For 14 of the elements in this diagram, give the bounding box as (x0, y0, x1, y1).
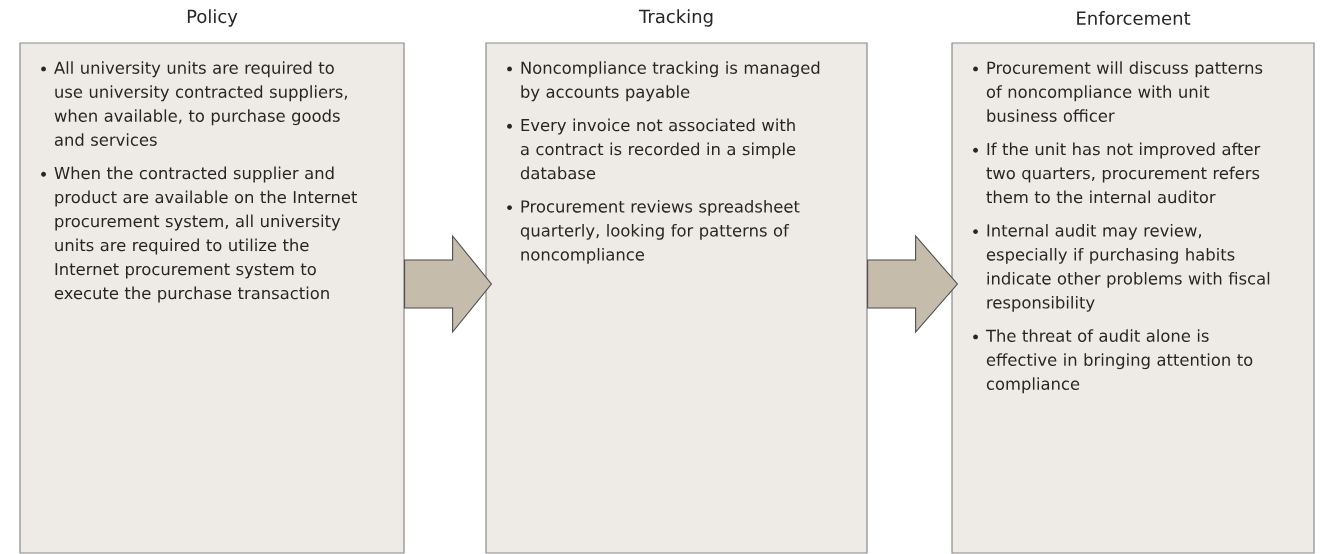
bullet-item: Internal audit may review, especially if purchasing habits indicate other problems with fiscal responsibility (973, 223, 1270, 312)
bullet-item: When the contracted supplier and product are available on the Internet procurement system, all university units are required to utilize the Internet procurement system to execute the purchase transaction (41, 166, 357, 303)
block-arrow (404, 234, 493, 334)
bullet-item: Procurement reviews spreadsheet quarterly, looking for patterns of noncompliance (507, 199, 800, 264)
bullet-item: The threat of audit alone is effective in bringing attention to compliance (973, 329, 1253, 394)
bullet-item: Every invoice not associated with a contract is recorded in a simple database (507, 118, 796, 180)
column-heading: Tracking (639, 9, 713, 27)
block-arrow (867, 234, 959, 334)
bullet-item: All university units are required to use university contracted suppliers, when available, to purchase goods and services (41, 61, 347, 146)
column-heading: Enforcement (1077, 11, 1191, 25)
column-heading: Policy (187, 9, 238, 27)
bullet-item: Noncompliance tracking is managed by accounts payable (507, 61, 820, 102)
bullet-item: If the unit has not improved after two quarters, procurement refers them to the internal auditor (973, 142, 1261, 204)
bullet-item: Procurement will discuss patterns of noncompliance with unit business officer (973, 61, 1263, 122)
